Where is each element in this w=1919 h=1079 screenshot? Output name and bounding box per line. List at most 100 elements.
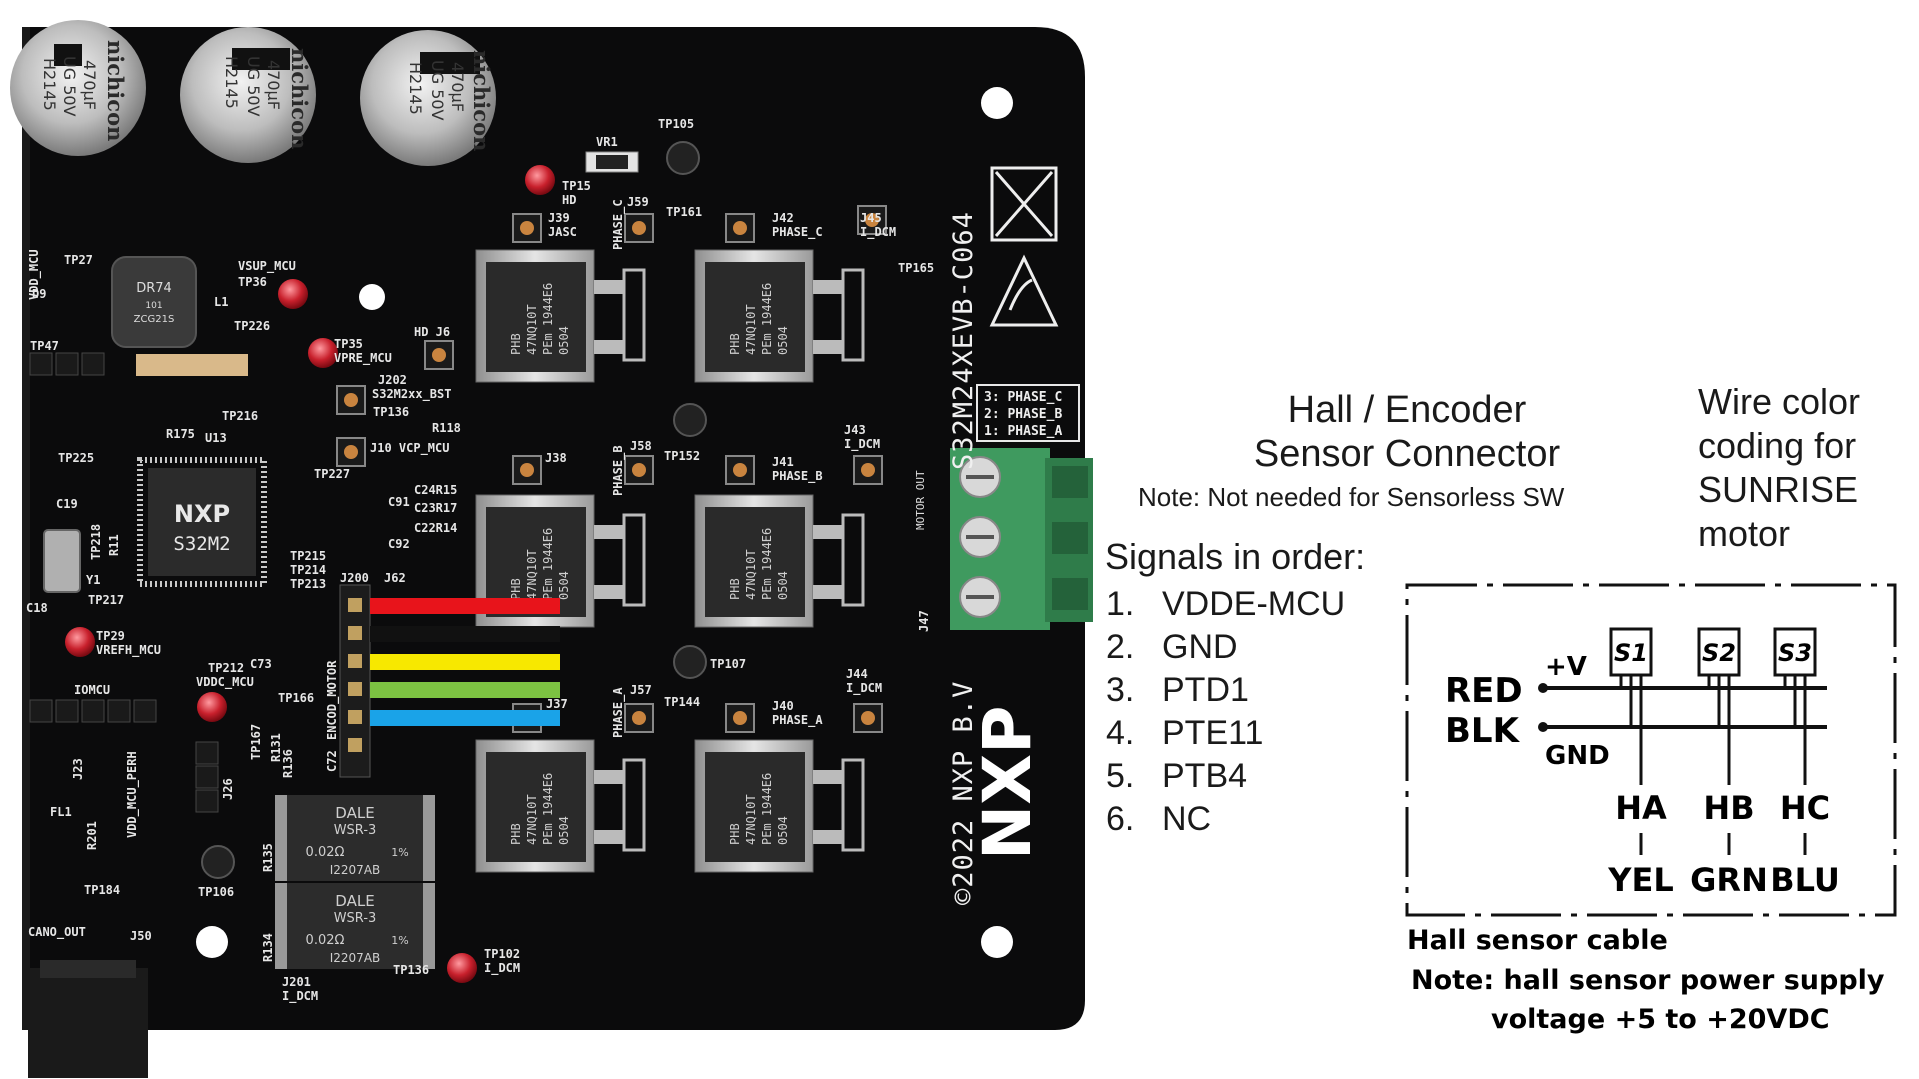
silk-label: VREFH_MCU (96, 643, 161, 658)
test-points-black (201, 141, 707, 879)
pin-header-iomcu-top (136, 354, 248, 376)
mcu-chip (148, 468, 256, 576)
signal-item: 1.VDDE-MCU (1106, 583, 1345, 626)
silk-label: J50 (130, 929, 152, 943)
hall-output-label: HB (1703, 789, 1754, 827)
signal-item: 4.PTE11 (1106, 712, 1345, 755)
silk-label: VDDC_MCU (196, 675, 254, 690)
encoder-pin (348, 682, 362, 696)
silk-label: J59 (627, 195, 649, 209)
mosfet-marking: 47NQ10T (744, 304, 758, 355)
silk-label: I_DCM (282, 989, 318, 1004)
silk-label: IOMCU (74, 683, 110, 697)
silk-label: C92 (388, 537, 410, 551)
cap3-rating: 470µF (448, 62, 467, 112)
cable-caption: Hall sensor cable (1407, 925, 1668, 956)
silk-label: J38 (545, 451, 567, 465)
esd-icon (989, 254, 1059, 327)
sensor-label: S2 (1702, 639, 1736, 667)
silk-label: J44 (846, 667, 868, 681)
silk-label: TP15 (562, 179, 591, 193)
silk-label-vertical: VDD_MCU (27, 249, 42, 300)
silk-label: TP212 (208, 661, 244, 675)
silk-label: J45 (860, 211, 882, 225)
encoder-pins (348, 598, 362, 752)
red-label: RED (1445, 671, 1523, 711)
motor-out-label: MOTOR OUT (914, 470, 927, 530)
mosfet-marking: PHB (728, 333, 742, 355)
hall-output-label: HA (1615, 789, 1667, 827)
silk-label: VSUP_MCU (238, 259, 296, 274)
gold-pad (512, 213, 542, 243)
hall-output-label: HC (1780, 789, 1830, 827)
silk-label: C24R15 (414, 483, 457, 497)
mcu-pins (137, 457, 267, 587)
silk-label: J42 (772, 211, 794, 225)
mosfet-marking: 47NQ10T (744, 549, 758, 600)
copyright: ©2022 NXP B.V (948, 681, 979, 905)
signal-number: 3. (1106, 671, 1135, 709)
mosfet-marking: PEm 1944E6 (541, 528, 555, 600)
mcu-logo: NXP (174, 500, 230, 528)
test-points-red (65, 165, 555, 983)
silk-label: TP166 (278, 691, 314, 705)
silk-label-vertical: PHASE_C (611, 199, 626, 250)
wire-coding-line2: coding for (1698, 425, 1857, 466)
silk-label: FL1 (50, 805, 72, 819)
signal-item: 3.PTD1 (1106, 669, 1345, 712)
silk-label-vertical: R11 (107, 534, 121, 556)
signal-name: NC (1162, 800, 1212, 838)
connector-note: Note: Not needed for Sensorless SW (1138, 482, 1565, 512)
silk-label: J57 (630, 683, 652, 697)
silk-label: TP217 (88, 593, 124, 607)
pin-header-j26 (195, 741, 219, 813)
encoder-pin (348, 598, 362, 612)
shunt-1 (275, 795, 435, 881)
shunt1-tol: 1% (391, 846, 408, 859)
silk-label: I_DCM (484, 961, 520, 976)
shunt2-value: 0.02Ω (306, 933, 345, 948)
signal-item: 2.GND (1106, 626, 1345, 669)
silk-label: J39 (548, 211, 570, 225)
silk-label: TP36 (238, 275, 267, 289)
mosfet-marking: 0504 (776, 816, 790, 845)
inductor-line3: ZCG21S (134, 314, 175, 325)
gold-pads (336, 205, 887, 733)
silk-label: TP144 (664, 695, 700, 709)
connector-title-line2: Sensor Connector (1253, 433, 1561, 475)
silk-label: TP35 (334, 337, 363, 351)
mounting-hole (981, 87, 1013, 119)
silk-label: TP227 (314, 467, 350, 481)
mounting-hole (359, 284, 385, 310)
mosfet-marking: 0504 (557, 571, 571, 600)
silk-label-vertical: C72 (325, 750, 339, 772)
cap2-voltage: UG 50V (244, 56, 263, 117)
silk-label: C19 (56, 497, 78, 511)
silk-label: TP27 (64, 253, 93, 267)
silk-label: TP225 (58, 451, 94, 465)
plus-v-label: +V (1545, 652, 1587, 682)
silk-label: TP161 (666, 205, 702, 219)
shunt1-value: 0.02Ω (306, 845, 345, 860)
inductor-line2: 101 (145, 301, 162, 311)
silk-label-vertical: TP218 (89, 524, 103, 560)
pin-header-iomcu-bottom (29, 699, 157, 723)
motor-terminal-block (950, 448, 1093, 630)
silk-label-vertical: J23 (71, 758, 85, 780)
signal-name: PTE11 (1162, 714, 1264, 752)
wire-coding-label: Wire color coding for SUNRISE motor (1698, 380, 1860, 556)
shunt1-code: I2207AB (330, 863, 381, 877)
silk-label-vertical: R131 (269, 733, 283, 762)
signal-number: 6. (1106, 800, 1135, 838)
connector-title-line1: Hall / Encoder (1287, 389, 1527, 431)
blk-label: BLK (1445, 711, 1521, 751)
sensor-label: S3 (1778, 639, 1812, 667)
shunt1-brand: DALE (335, 804, 374, 822)
wire-color-label: YEL (1607, 861, 1673, 899)
cap2-brand: nichicon (287, 48, 312, 149)
